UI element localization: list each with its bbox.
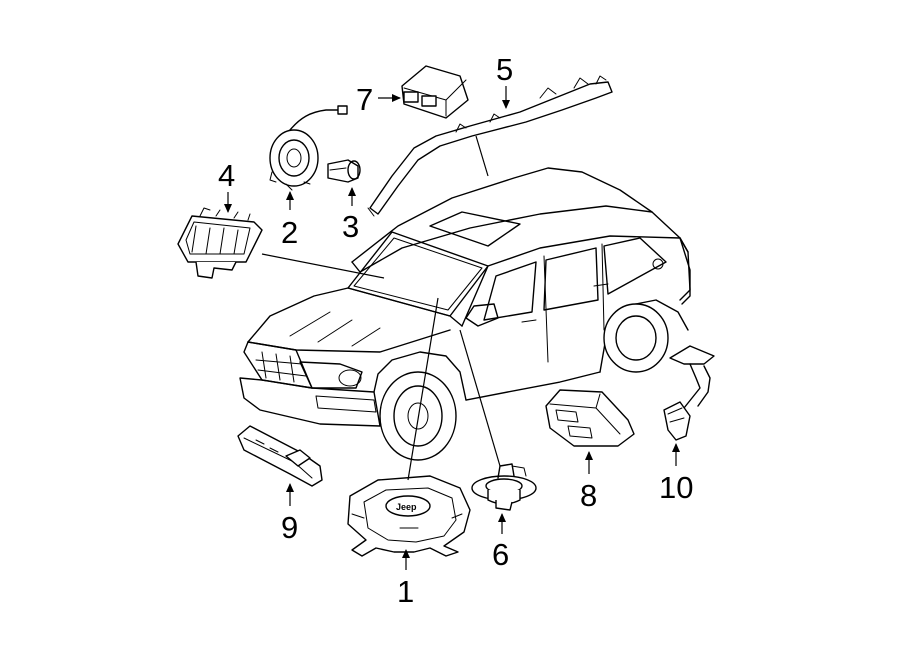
callout-10: 10 bbox=[659, 470, 693, 505]
callout-4: 4 bbox=[218, 158, 235, 193]
leader-4 bbox=[261, 253, 385, 279]
leader-lines bbox=[261, 135, 501, 481]
callout-2: 2 bbox=[281, 215, 298, 250]
callout-1: 1 bbox=[397, 574, 414, 609]
part-7-control-module bbox=[401, 65, 469, 119]
part-8-side-module bbox=[545, 389, 635, 447]
part-1-driver-airbag: Jeep bbox=[347, 475, 471, 557]
jeep-logo: Jeep bbox=[396, 502, 417, 512]
callout-6: 6 bbox=[492, 537, 509, 572]
callout-arrows bbox=[224, 86, 680, 570]
callout-8: 8 bbox=[580, 478, 597, 513]
callout-numbers: 1 2 3 4 5 6 7 8 9 10 bbox=[218, 52, 693, 609]
leader-1 bbox=[407, 297, 439, 481]
callout-3: 3 bbox=[342, 209, 359, 244]
callout-9: 9 bbox=[281, 510, 298, 545]
part-6-coil-assembly bbox=[471, 463, 537, 511]
part-3-impact-sensor bbox=[327, 159, 361, 183]
part-10-harness-sensor bbox=[663, 345, 715, 441]
part-2-clockspring bbox=[269, 105, 348, 191]
part-9-seat-sensor bbox=[237, 425, 323, 487]
callout-5: 5 bbox=[496, 52, 513, 87]
part-4-passenger-airbag bbox=[177, 207, 263, 279]
leader-6 bbox=[459, 329, 501, 467]
leader-5 bbox=[475, 135, 489, 177]
callout-7: 7 bbox=[356, 82, 373, 117]
part-5-curtain-airbag bbox=[367, 75, 613, 217]
